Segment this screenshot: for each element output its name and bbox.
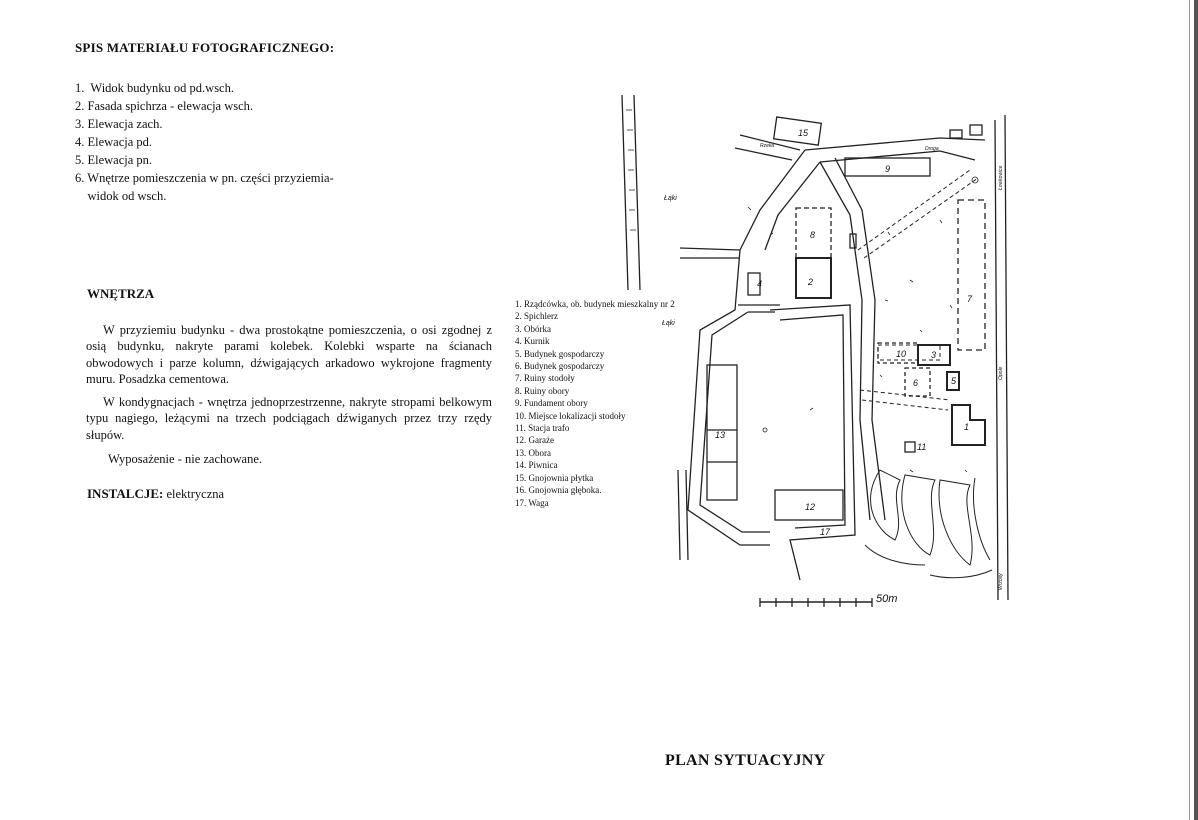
plan-title: PLAN SYTUACYJNY bbox=[665, 752, 826, 769]
legend-item: 8. Ruiny obory bbox=[515, 385, 570, 396]
building-number: 15 bbox=[798, 128, 809, 138]
legend-item: 3. Obórka bbox=[515, 323, 551, 334]
building-number: 7 bbox=[967, 294, 973, 304]
photo-list-item: 4. Elewacja pd. bbox=[75, 135, 153, 149]
legend-item: 1. Rządcówka, ob. budynek mieszkalny nr … bbox=[515, 299, 675, 309]
scan-edge-line bbox=[1189, 0, 1190, 820]
legend-item: 7. Ruiny stodoły bbox=[515, 373, 575, 384]
building-number: 11 bbox=[917, 442, 926, 452]
building-number: 8 bbox=[810, 230, 815, 240]
legend-item: 12. Garaże bbox=[515, 435, 554, 446]
road-label: Opole bbox=[998, 366, 1004, 380]
building-number: 2 bbox=[807, 277, 813, 287]
photo-list-heading: SPIS MATERIAŁU FOTOGRAFICZNEGO: bbox=[75, 40, 335, 55]
legend-item: 6. Budynek gospodarczy bbox=[515, 361, 605, 372]
legend-item: 4. Kurnik bbox=[515, 336, 550, 347]
photo-list-item: widok od wsch. bbox=[75, 189, 167, 203]
building-number: 9 bbox=[885, 164, 890, 174]
river bbox=[621, 94, 641, 291]
legend-item: 10. Miejsce lokalizacji stodoły bbox=[515, 410, 626, 421]
photo-list-item: 1. Widok budynku od pd.wsch. bbox=[75, 81, 234, 95]
interior-heading: WNĘTRZA bbox=[87, 286, 155, 301]
installations: INSTALCJE: elektryczna bbox=[87, 486, 224, 502]
legend-item: 16. Gnojownia głęboka. bbox=[515, 485, 602, 496]
map-legend: 1. Rządcówka, ob. budynek mieszkalny nr … bbox=[515, 298, 675, 509]
road-label: Łowkowice bbox=[998, 165, 1004, 190]
scan-edge bbox=[1194, 0, 1198, 820]
building-number: 10 bbox=[896, 349, 906, 359]
legend-item: 2. Spichlerz bbox=[515, 311, 558, 322]
scale-label: 50m bbox=[876, 593, 897, 605]
map-labels: 15 9 8 2 4 7 10 3 6 5 1 11 13 12 17 Łąki… bbox=[662, 128, 1004, 590]
photo-list-item: 5. Elewacja pn. bbox=[75, 153, 153, 167]
photo-list-item: 3. Elewacja zach. bbox=[75, 117, 163, 131]
building-number: 1 bbox=[964, 422, 969, 432]
building-number: 12 bbox=[805, 502, 815, 512]
interior-paragraph: Wyposażenie - nie zachowane. bbox=[108, 452, 263, 466]
installations-value: elektryczna bbox=[166, 487, 225, 501]
building-number: 17 bbox=[820, 527, 831, 537]
garden-paths bbox=[864, 469, 993, 579]
legend-item: 17. Waga bbox=[515, 497, 549, 508]
site-plan-map: 15 9 8 2 4 7 10 3 6 5 1 11 13 12 17 Łąki… bbox=[621, 94, 1009, 607]
scale-bar: 50m bbox=[759, 593, 897, 607]
vegetation-marks bbox=[747, 176, 979, 473]
road-label: Droga bbox=[925, 146, 939, 152]
legend-item: 13. Obora bbox=[515, 447, 551, 458]
roads bbox=[677, 114, 1009, 601]
buildings bbox=[706, 116, 986, 521]
interior-paragraph: W kondygnacjach - wnętrza jednoprzestrze… bbox=[86, 395, 492, 442]
road-label: Wrzosy bbox=[998, 573, 1004, 590]
legend-item: 11. Stacja trafo bbox=[515, 423, 570, 434]
area-label: Łąki bbox=[662, 320, 675, 327]
building-number: 5 bbox=[951, 376, 957, 386]
area-label: Łąki bbox=[664, 195, 677, 202]
legend-item: 9. Fundament obory bbox=[515, 398, 588, 409]
photo-list-item: 2. Fasada spichrza - elewacja wsch. bbox=[75, 99, 254, 113]
building-number: 4 bbox=[757, 279, 762, 289]
building-number: 6 bbox=[913, 378, 918, 388]
photo-list-item: 6. Wnętrze pomieszczenia w pn. części pr… bbox=[75, 171, 334, 185]
interior-paragraph: W przyziemiu budynku - dwa prostokątne p… bbox=[86, 323, 492, 387]
legend-item: 5. Budynek gospodarczy bbox=[515, 348, 605, 359]
road-label: Rzeka bbox=[760, 143, 774, 149]
installations-label: INSTALCJE: bbox=[87, 486, 164, 501]
building-number: 13 bbox=[715, 430, 725, 440]
photo-list: 1. Widok budynku od pd.wsch. 2. Fasada s… bbox=[75, 79, 334, 205]
legend-item: 14. Piwnica bbox=[515, 460, 558, 471]
legend-item: 15. Gnojownia płytka bbox=[515, 472, 594, 483]
building-number: 3 bbox=[931, 350, 936, 360]
